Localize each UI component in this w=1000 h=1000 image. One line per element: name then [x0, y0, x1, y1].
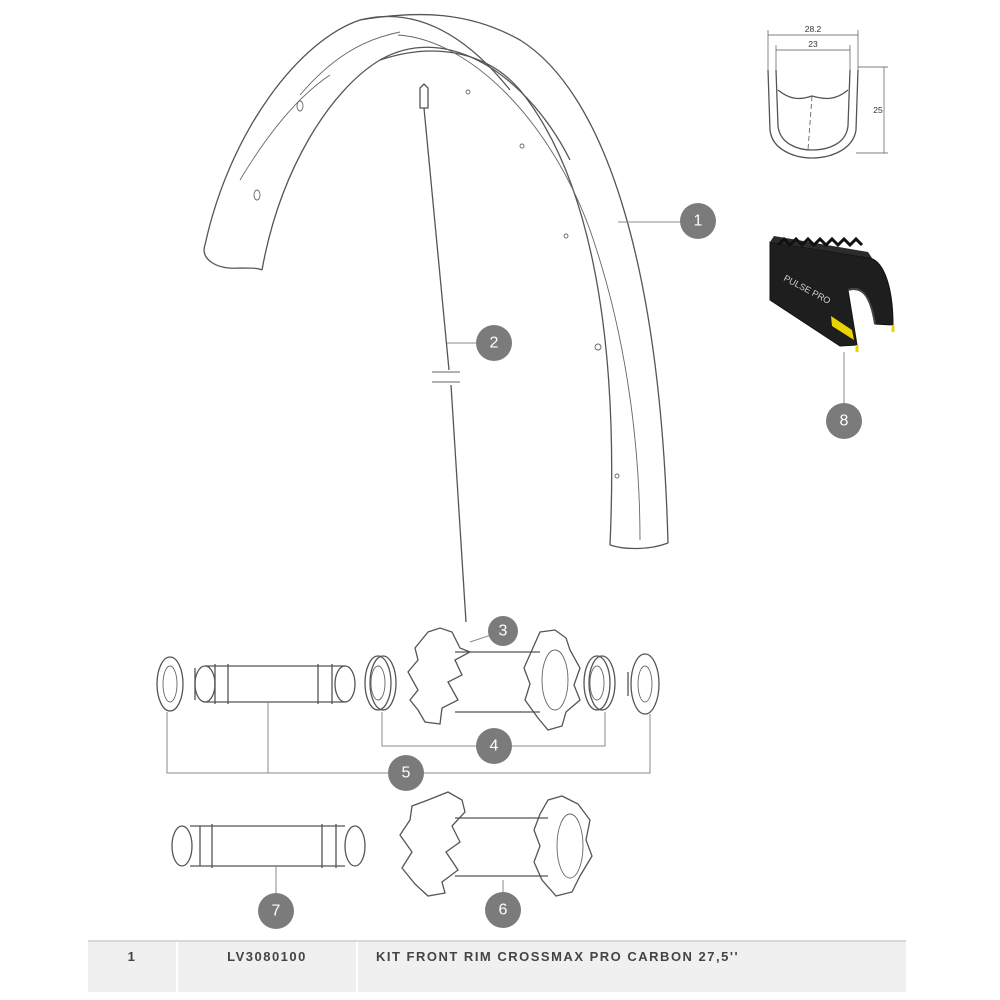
description-cell: KIT FRONT RIM CROSSMAX PRO CARBON 27,5'' [376, 949, 740, 964]
callout-8: 8 [826, 403, 862, 439]
rim-profile-dimensions: 28.2 23 25 [767, 24, 888, 154]
part-number-cell: 1 [88, 942, 178, 992]
callout-5: 5 [388, 755, 424, 791]
svg-text:2: 2 [490, 335, 499, 352]
rim-profile-drawing [767, 69, 859, 159]
rim-drawing [203, 13, 669, 550]
outer-width-label: 28.2 [805, 24, 822, 34]
callout-6: 6 [485, 892, 521, 928]
svg-text:7: 7 [272, 903, 281, 920]
svg-text:1: 1 [694, 213, 703, 230]
svg-text:3: 3 [499, 623, 508, 640]
height-label: 25 [873, 105, 883, 115]
callout-3: 3 [488, 616, 518, 646]
axle-drawing [171, 824, 366, 868]
inner-width-label: 23 [808, 39, 818, 49]
callout-7: 7 [258, 893, 294, 929]
callout-4: 4 [476, 728, 512, 764]
spoke-drawing [419, 83, 467, 623]
reference-cell: LV3080100 [178, 942, 358, 992]
callout-1: 1 [680, 203, 716, 239]
callout-2: 2 [476, 325, 512, 361]
hub-assembly-drawing [156, 627, 660, 731]
svg-text:8: 8 [840, 413, 849, 430]
tire-drawing: PULSE PRO [769, 236, 895, 352]
svg-text:5: 5 [402, 765, 411, 782]
leader-lines [166, 221, 845, 896]
svg-text:4: 4 [490, 738, 499, 755]
svg-text:6: 6 [499, 902, 508, 919]
parts-table-row: 1 LV3080100 KIT FRONT RIM CROSSMAX PRO C… [88, 940, 906, 992]
hub-body-drawing [399, 791, 593, 897]
